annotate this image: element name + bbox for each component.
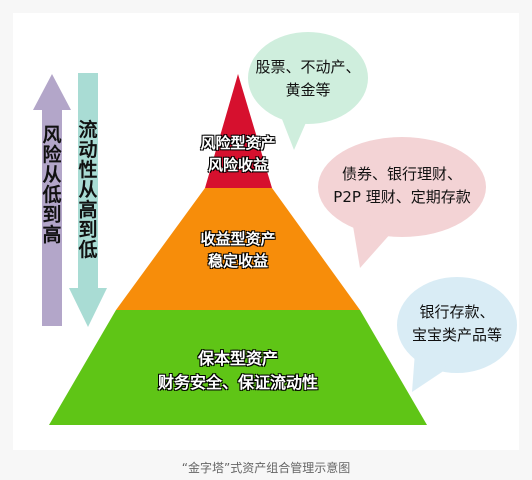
- bubble-top-text: 股票、不动产、 黄金等: [248, 56, 368, 102]
- tier-top-line1: 风险型资产: [200, 134, 276, 152]
- tier-middle-line2: 稳定收益: [207, 252, 268, 270]
- tier-bottom-line2: 财务安全、保证流动性: [157, 373, 318, 392]
- liquidity-arrow-label: 流动性从高到低: [78, 119, 98, 261]
- risk-arrow-label: 风险从低到高: [42, 124, 62, 246]
- bubble-bottom-text: 银行存款、 宝宝类产品等: [397, 301, 517, 347]
- pyramid-tier-middle: [116, 188, 360, 310]
- tier-middle-label: 收益型资产 稳定收益: [168, 228, 308, 272]
- bubble-bottom-line1: 银行存款、: [419, 303, 495, 321]
- bubble-middle-line1: 债券、银行理财、: [341, 165, 462, 183]
- bubble-middle: [318, 137, 486, 268]
- pyramid-tier-top: [205, 74, 272, 188]
- tier-top-line2: 风险收益: [207, 156, 268, 174]
- risk-arrow: [33, 74, 71, 326]
- bubble-middle-line2: P2P 理财、定期存款: [333, 188, 471, 206]
- pyramid-tier-bottom: [49, 310, 427, 425]
- tier-top-label: 风险型资产 风险收益: [178, 132, 298, 176]
- tier-bottom-line1: 保本型资产: [197, 349, 278, 368]
- bubble-top: [248, 32, 368, 150]
- bubble-top-line2: 黄金等: [285, 81, 331, 99]
- figure-caption: “金字塔”式资产组合管理示意图: [181, 461, 351, 475]
- tier-middle-line1: 收益型资产: [200, 230, 276, 248]
- bubble-bottom: [397, 277, 517, 392]
- tier-bottom-label: 保本型资产 财务安全、保证流动性: [118, 347, 358, 395]
- bubble-middle-text: 债券、银行理财、 P2P 理财、定期存款: [320, 163, 484, 209]
- liquidity-arrow: [69, 73, 107, 327]
- bubble-bottom-line2: 宝宝类产品等: [411, 326, 502, 344]
- bubble-top-line1: 股票、不动产、: [255, 58, 361, 76]
